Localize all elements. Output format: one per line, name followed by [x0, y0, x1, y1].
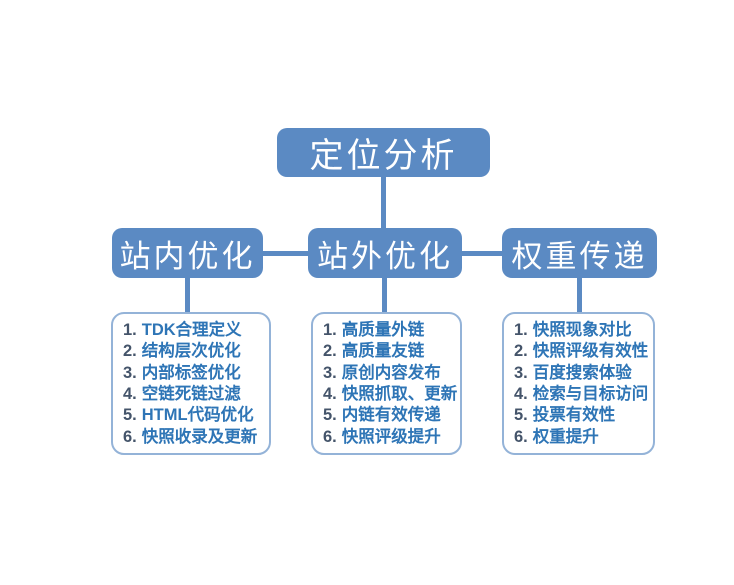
list-item: 3. 内部标签优化 — [123, 365, 265, 382]
item-number: 3. — [123, 363, 137, 382]
item-text: 高质量友链 — [341, 342, 425, 361]
branch-node-onsite-optimization: 站内优化 — [112, 228, 263, 278]
list-item: 4. 空链死链过滤 — [123, 386, 265, 403]
list-item: 2. 结构层次优化 — [123, 343, 265, 360]
list-item: 1. TDK合理定义 — [123, 322, 265, 339]
item-number: 6. — [123, 427, 137, 446]
weight-transfer-list: 1. 快照现象对比 2. 快照评级有效性 3. 百度搜索体验 4. 检索与目标访… — [502, 312, 655, 455]
item-number: 5. — [323, 406, 337, 425]
item-number: 5. — [514, 406, 528, 425]
item-number: 4. — [514, 384, 528, 403]
item-number: 6. — [323, 427, 337, 446]
item-text: 快照现象对比 — [532, 320, 632, 339]
item-text: 空链死链过滤 — [141, 384, 241, 403]
branch-node-offsite-optimization: 站外优化 — [308, 228, 462, 278]
item-number: 2. — [323, 342, 337, 361]
item-text: 结构层次优化 — [141, 342, 241, 361]
item-number: 1. — [514, 320, 528, 339]
item-text: 内链有效传递 — [341, 406, 441, 425]
item-number: 6. — [514, 427, 528, 446]
item-number: 5. — [123, 406, 137, 425]
list-item: 5. 投票有效性 — [514, 407, 649, 424]
list-item: 5. HTML代码优化 — [123, 407, 265, 424]
list-item: 3. 百度搜索体验 — [514, 365, 649, 382]
item-text: TDK合理定义 — [141, 320, 242, 339]
item-number: 3. — [514, 363, 528, 382]
item-text: 检索与目标访问 — [532, 384, 649, 403]
connector-weight-to-list — [577, 276, 582, 314]
item-text: 原创内容发布 — [341, 363, 441, 382]
item-number: 2. — [123, 342, 137, 361]
onsite-optimization-list: 1. TDK合理定义 2. 结构层次优化 3. 内部标签优化 4. 空链死链过滤… — [111, 312, 271, 455]
connector-onsite-to-list — [185, 276, 190, 314]
item-text: 权重提升 — [532, 427, 599, 446]
item-text: 快照抓取、更新 — [341, 384, 458, 403]
list-item: 4. 检索与目标访问 — [514, 386, 649, 403]
item-text: 快照评级提升 — [341, 427, 441, 446]
item-text: 快照评级有效性 — [532, 342, 649, 361]
branch-node-weight-transfer: 权重传递 — [502, 228, 657, 278]
item-number: 1. — [123, 320, 137, 339]
connector-root-to-offsite — [381, 175, 386, 230]
list-item: 3. 原创内容发布 — [323, 365, 456, 382]
list-item: 6. 快照收录及更新 — [123, 429, 265, 446]
item-text: HTML代码优化 — [141, 406, 254, 425]
connector-offsite-to-list — [382, 276, 387, 314]
offsite-optimization-list: 1. 高质量外链 2. 高质量友链 3. 原创内容发布 4. 快照抓取、更新 5… — [311, 312, 462, 455]
item-number: 1. — [323, 320, 337, 339]
item-text: 百度搜索体验 — [532, 363, 632, 382]
connector-offsite-to-weight — [460, 251, 504, 256]
list-item: 6. 权重提升 — [514, 429, 649, 446]
item-text: 快照收录及更新 — [141, 427, 258, 446]
list-item: 2. 高质量友链 — [323, 343, 456, 360]
list-item: 2. 快照评级有效性 — [514, 343, 649, 360]
item-number: 4. — [323, 384, 337, 403]
item-number: 2. — [514, 342, 528, 361]
item-number: 4. — [123, 384, 137, 403]
item-text: 投票有效性 — [532, 406, 616, 425]
root-node-positioning-analysis: 定位分析 — [277, 128, 490, 177]
item-text: 内部标签优化 — [141, 363, 241, 382]
item-number: 3. — [323, 363, 337, 382]
list-item: 1. 高质量外链 — [323, 322, 456, 339]
list-item: 1. 快照现象对比 — [514, 322, 649, 339]
list-item: 4. 快照抓取、更新 — [323, 384, 458, 403]
connector-onsite-to-offsite — [261, 251, 310, 256]
list-item: 5. 内链有效传递 — [323, 407, 456, 424]
list-item: 6. 快照评级提升 — [323, 429, 456, 446]
item-text: 高质量外链 — [341, 320, 425, 339]
